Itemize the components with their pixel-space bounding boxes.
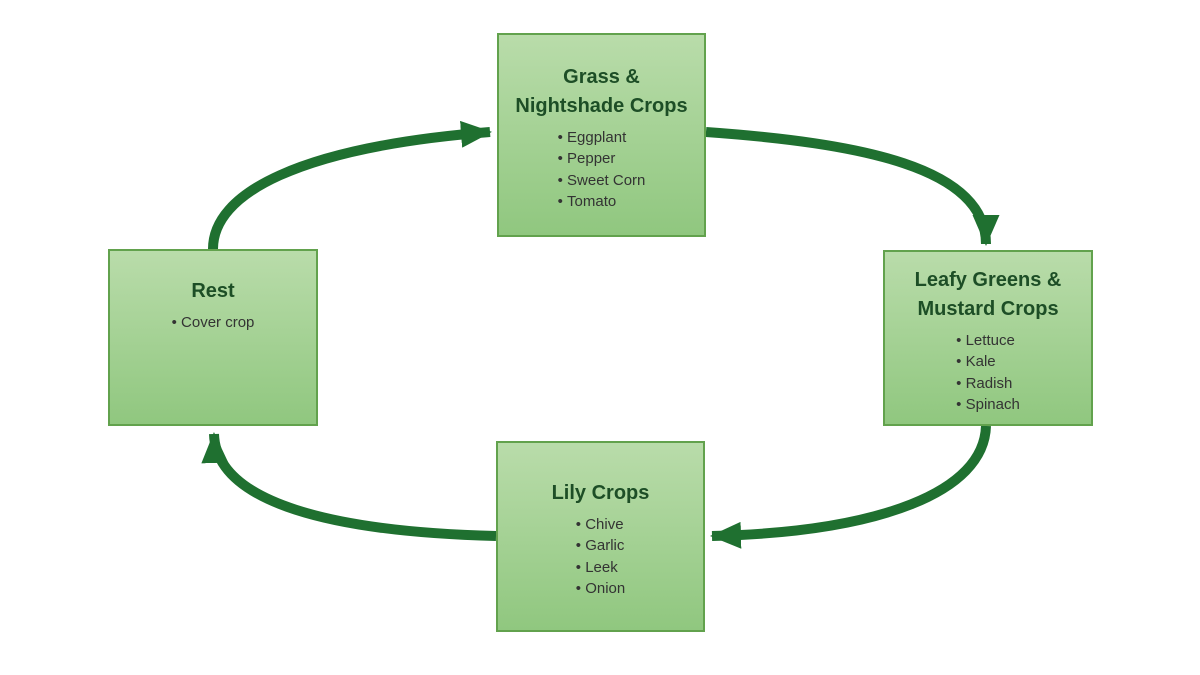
node-leafy-greens-mustard-crops: Leafy Greens & Mustard Crops LettuceKale…	[883, 250, 1093, 426]
bullet-item: Tomato	[558, 191, 646, 212]
node-title: Grass & Nightshade Crops	[515, 66, 688, 117]
bullet-item: Garlic	[576, 535, 625, 556]
bullet-item: Cover crop	[172, 312, 254, 333]
node-title: Lily Crops	[551, 482, 650, 504]
bullet-item: Chive	[576, 514, 625, 535]
node-title: Rest	[191, 280, 235, 302]
bullet-item: Leek	[576, 557, 625, 578]
bullet-item: Lettuce	[956, 330, 1020, 351]
arrow-grass-nightshade-to-leafy-mustard	[705, 127, 1000, 246]
node-rest: Rest Cover crop	[108, 249, 318, 426]
bullet-item: Sweet Corn	[558, 170, 645, 191]
node-bullet-list: Cover crop	[172, 312, 254, 333]
arrow-rest-to-grass-nightshade	[207, 120, 492, 251]
arrow-lily-to-rest	[201, 432, 497, 541]
bullet-item: Eggplant	[558, 127, 646, 148]
bullet-item: Spinach	[956, 394, 1020, 415]
node-lily-crops: Lily Crops ChiveGarlicLeekOnion	[496, 441, 705, 632]
node-bullet-list: LettuceKaleRadishSpinach	[956, 330, 1020, 415]
bullet-item: Pepper	[558, 148, 646, 169]
node-grass-nightshade-crops: Grass & Nightshade Crops EggplantPepperS…	[497, 33, 706, 237]
node-bullet-list: ChiveGarlicLeekOnion	[576, 514, 625, 599]
bullet-item: Onion	[576, 578, 625, 599]
node-title: Leafy Greens & Mustard Crops	[914, 269, 1062, 320]
bullet-item: Kale	[956, 351, 1020, 372]
arrow-leafy-mustard-to-lily	[710, 425, 991, 549]
node-bullet-list: EggplantPepperSweet CornTomato	[558, 127, 646, 212]
bullet-item: Radish	[956, 373, 1020, 394]
